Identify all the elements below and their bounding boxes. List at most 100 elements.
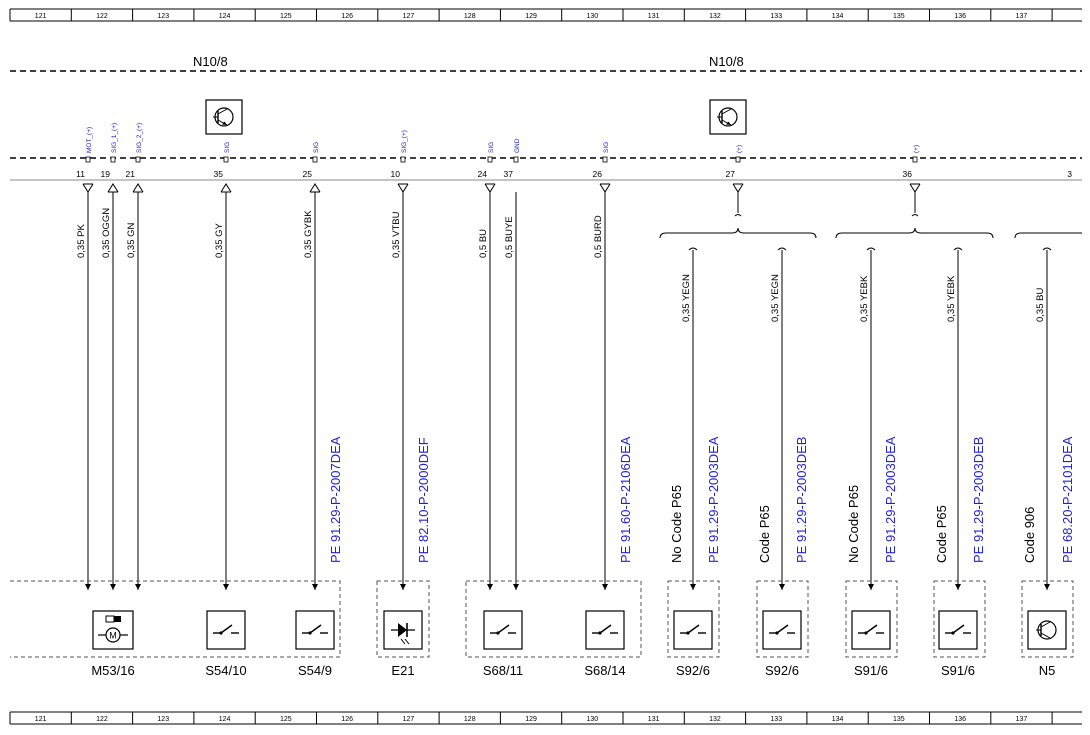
pin-marker — [85, 156, 91, 163]
wire-arrow — [513, 584, 519, 590]
wire-label: 0,35 GY — [214, 222, 225, 258]
ruler-number: 134 — [832, 13, 844, 20]
wire-arrow — [602, 584, 608, 590]
switch-icon — [295, 610, 335, 650]
reference-link: PE 91.29-P-2003DEB — [794, 437, 809, 563]
switch-pivot — [951, 631, 955, 635]
component-boundary — [465, 580, 642, 658]
wire-label: 0,35 GN — [126, 222, 137, 258]
pin-marker — [312, 156, 318, 163]
pin-signal-label: SIG_1_(+) — [111, 123, 118, 153]
component-label: S54/10 — [205, 663, 246, 678]
ruler-number: 122 — [96, 716, 108, 723]
ruler-number: 128 — [464, 13, 476, 20]
switch-icon — [938, 610, 978, 650]
ruler-number: 123 — [157, 716, 169, 723]
wire-label: 0,35 PK — [76, 224, 87, 258]
pin-arrow — [132, 183, 144, 193]
pin-arrow — [220, 183, 232, 193]
pin-marker — [513, 156, 519, 163]
switch-icon — [206, 610, 246, 650]
pin-number: 3 — [1067, 169, 1072, 179]
pin-marker — [135, 156, 141, 163]
component-label: N5 — [1039, 663, 1056, 678]
pin-signal-label: (+) — [736, 145, 743, 153]
ruler-number: 126 — [341, 716, 353, 723]
pin-signal-label: (+) — [913, 145, 920, 153]
wire-arrow — [223, 584, 229, 590]
switch-pivot — [864, 631, 868, 635]
motor-letter: M — [109, 631, 117, 641]
symbol-frame — [206, 610, 246, 650]
wire-label: 0,5 BU — [478, 229, 489, 258]
ruler-number: 127 — [403, 13, 415, 20]
pin-number: 24 — [478, 169, 488, 179]
transistor-emitter — [1040, 632, 1051, 639]
pin-signal-label: SIG_2_(+) — [136, 123, 143, 153]
wire-break — [911, 214, 919, 217]
ruler-number: 132 — [709, 13, 721, 20]
ruler-number: 124 — [219, 716, 231, 723]
wire-arrow — [779, 584, 785, 590]
wire-label: 0,35 YEGN — [681, 274, 692, 322]
component-label: S92/6 — [676, 663, 710, 678]
switch-lever — [952, 624, 965, 634]
ruler-number: 121 — [35, 13, 47, 20]
component-label: E21 — [391, 663, 414, 678]
module-label-2: N10/8 — [709, 54, 744, 69]
pin-signal-label: SIG — [603, 142, 610, 153]
wire-break — [688, 247, 698, 251]
control-unit-icon — [205, 99, 243, 135]
ruler-number: 122 — [96, 13, 108, 20]
code-label: Code 906 — [1022, 507, 1037, 563]
component-label: S68/14 — [584, 663, 625, 678]
component-label: S92/6 — [765, 663, 799, 678]
switch-icon — [585, 610, 625, 650]
switch-icon — [762, 610, 802, 650]
code-label: Code P65 — [934, 505, 949, 563]
pin-signal-label: SIG — [224, 142, 231, 153]
switch-pivot — [686, 631, 690, 635]
pin-number: 25 — [303, 169, 313, 179]
led-icon — [383, 610, 423, 650]
switch-lever — [599, 624, 612, 634]
ruler-number: 135 — [893, 716, 905, 723]
switch-pivot — [496, 631, 500, 635]
ruler-number: 131 — [648, 716, 660, 723]
ruler-number: 126 — [341, 13, 353, 20]
ruler-number: 129 — [525, 13, 537, 20]
switch-icon — [483, 610, 523, 650]
pin-arrow — [82, 183, 94, 193]
motor-icon: M — [92, 610, 134, 650]
pin-number: 27 — [726, 169, 736, 179]
component-boundary — [10, 580, 341, 658]
ruler-number: 131 — [648, 13, 660, 20]
module-label-1: N10/8 — [193, 54, 228, 69]
wire-label: 0,35 YEGN — [770, 274, 781, 322]
symbol-frame — [1027, 610, 1067, 650]
pin-signal-label: GND — [514, 138, 521, 153]
pin-signal-label: SIG — [313, 142, 320, 153]
reference-link: PE 91.29-P-2003DEA — [706, 436, 721, 563]
ruler-number: 130 — [587, 13, 599, 20]
component-label: S91/6 — [854, 663, 888, 678]
pin-marker — [602, 156, 608, 163]
reference-link: PE 91.29-P-2007DEA — [328, 436, 343, 563]
ruler-number: 121 — [35, 716, 47, 723]
code-label: No Code P65 — [669, 485, 684, 563]
pin-arrow — [732, 183, 744, 193]
pin-arrow — [309, 183, 321, 193]
control-unit-icon — [709, 99, 747, 135]
ruler-number: 133 — [770, 13, 782, 20]
ruler-number: 136 — [954, 716, 966, 723]
switch-lever — [220, 624, 233, 634]
pin-arrow — [909, 183, 921, 193]
wire-break — [1042, 247, 1052, 251]
code-label: No Code P65 — [846, 485, 861, 563]
code-label: Code P65 — [757, 505, 772, 563]
